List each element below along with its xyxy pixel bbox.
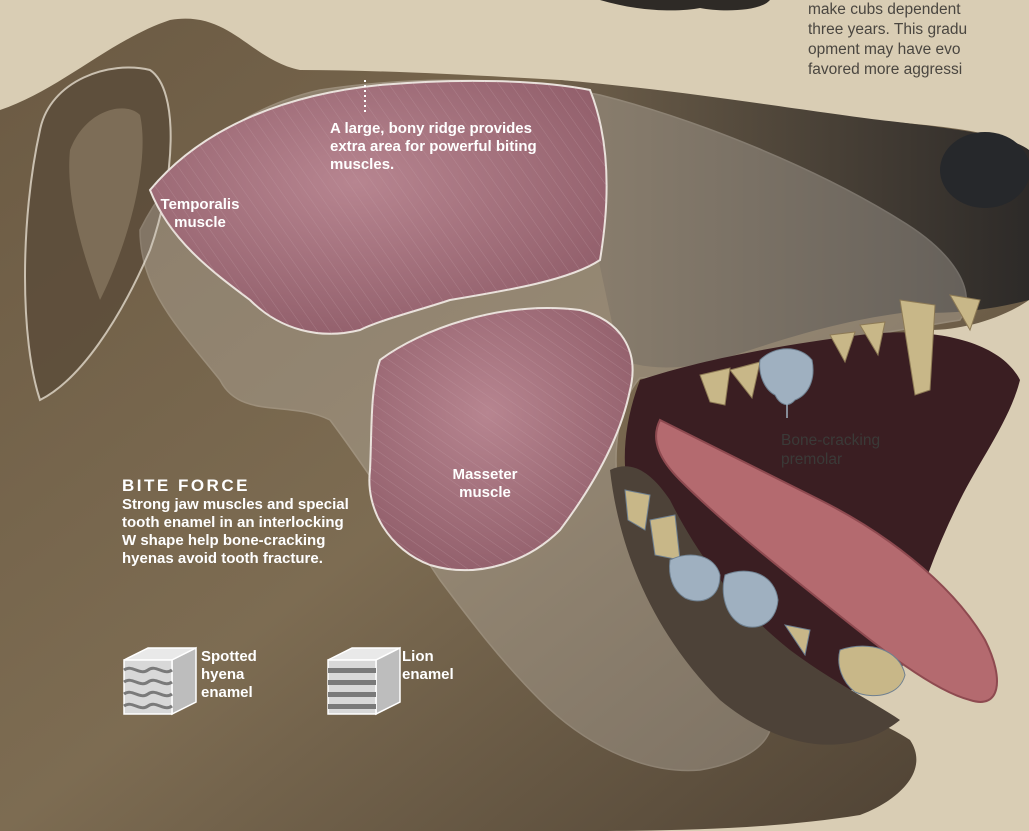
top-caption: make cubs dependent three years. This gr… (808, 0, 967, 80)
hyena-enamel-label: Spotted hyena enamel (201, 648, 281, 702)
nose (940, 132, 1029, 208)
top-caption-line: favored more aggressi (808, 60, 967, 80)
lion-enamel-label: Lion enamel (402, 648, 482, 684)
top-caption-line: three years. This gradu (808, 20, 967, 40)
masseter-label: Masseter muscle (440, 466, 530, 502)
top-caption-line: opment may have evo (808, 40, 967, 60)
temporalis-label: Temporalis muscle (150, 196, 250, 232)
bony-ridge-annotation: A large, bony ridge provides extra area … (330, 120, 570, 174)
bite-force-description: Strong jaw muscles and special tooth ena… (122, 496, 352, 568)
spotted-hyena-enamel-icon (124, 648, 196, 714)
top-caption-line: make cubs dependent (808, 0, 967, 20)
bite-force-heading: BITE FORCE (122, 476, 250, 496)
lion-enamel-icon (328, 648, 400, 714)
premolar-label: Bone-cracking premolar (781, 431, 911, 469)
